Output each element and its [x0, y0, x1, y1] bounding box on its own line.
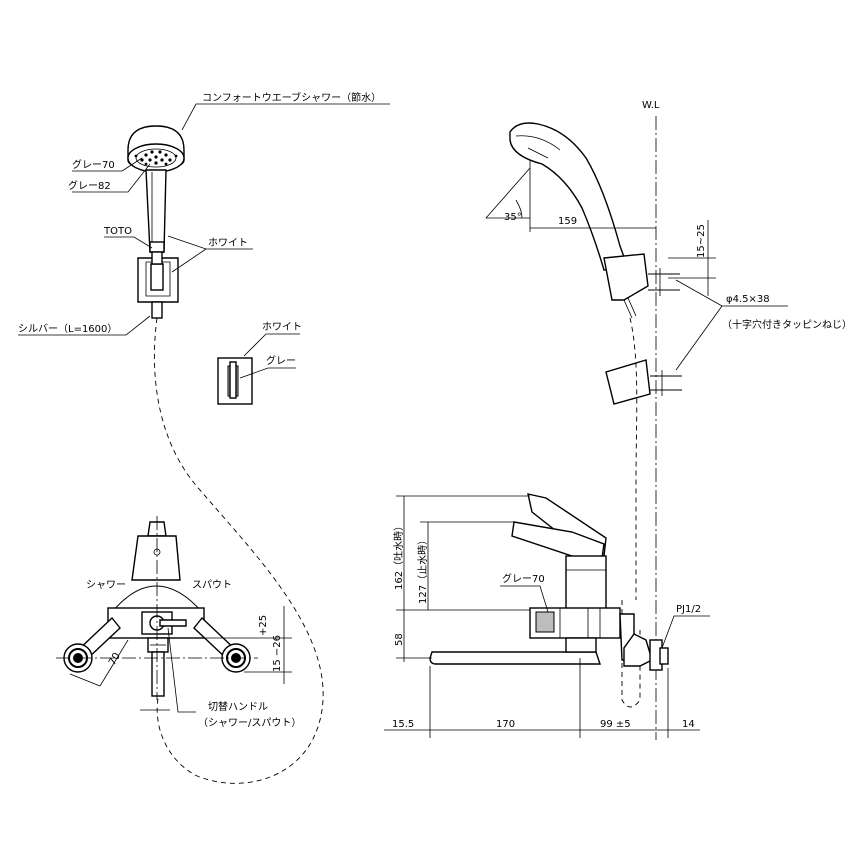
label-shower: シャワー [86, 580, 126, 591]
faucet-side-view [384, 493, 710, 738]
dim-angle: 35° [504, 212, 522, 223]
dim-15-5: 15.5 [392, 719, 414, 730]
dim-127: 127（止水時） [417, 535, 429, 604]
dim-70: 70 [107, 651, 123, 668]
label-pj: PJ1/2 [676, 604, 701, 615]
dim-14: 14 [682, 719, 695, 730]
hose-dashed-path [153, 317, 324, 784]
wall-holder-side-view [605, 279, 788, 405]
dim-170: 170 [496, 719, 515, 730]
dim-159: 159 [558, 216, 577, 227]
label-switch-handle-sub: （シャワー/スパウト） [198, 717, 301, 729]
dim-99: 99 ±5 [600, 719, 631, 730]
label-wl: W.L [642, 100, 660, 111]
label-grey82: グレー82 [68, 179, 111, 192]
dim-15-25: 15~25 [696, 224, 707, 258]
label-shower-head: コンフォートウエーブシャワー（節水） [202, 91, 381, 104]
leaders-top-left [18, 103, 390, 336]
hose-side-dashed [621, 317, 641, 708]
shower-head-front-view [127, 125, 185, 319]
label-white-hose: ホワイト [208, 237, 248, 249]
label-spout: スパウト [192, 579, 232, 591]
dim-162: 162（吐水時） [393, 521, 405, 590]
spray-nozzles [134, 150, 178, 166]
dim-58: 58 [394, 633, 405, 646]
label-silver-hose: シルバー（L=1600） [18, 323, 117, 335]
label-grey-holder: グレー [266, 354, 296, 367]
label-white-holder: ホワイト [262, 321, 302, 333]
dim-15-26: 15 −26 [272, 635, 283, 672]
label-switch-handle: 切替ハンドル [208, 700, 268, 713]
label-grey70-body: グレー70 [502, 572, 545, 585]
label-grey70-head: グレー70 [72, 158, 115, 171]
label-screw-desc: （十字穴付きタッピンねじ） [722, 318, 852, 331]
dim-plus25: +25 [258, 615, 269, 636]
holder-detail [217, 333, 300, 405]
label-toto: TOTO [103, 226, 132, 237]
label-screw-spec: φ4.5×38 [726, 294, 770, 305]
shower-head-side-view [485, 122, 716, 319]
faucet-front-view [56, 516, 292, 713]
